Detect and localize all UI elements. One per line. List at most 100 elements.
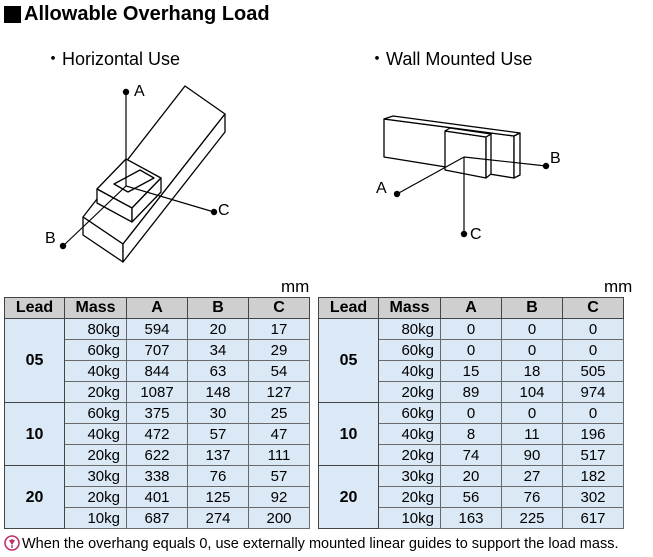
point-c-label: C bbox=[218, 202, 230, 219]
wall-slider-side-face bbox=[485, 133, 492, 179]
mass-cell: 60kg bbox=[378, 339, 441, 361]
value-cell: 844 bbox=[126, 360, 188, 382]
value-cell: 89 bbox=[440, 381, 502, 403]
mass-cell: 60kg bbox=[64, 339, 127, 361]
caution-pin-icon bbox=[4, 535, 20, 551]
value-cell: 0 bbox=[440, 402, 502, 424]
value-cell: 163 bbox=[440, 507, 502, 529]
mass-cell: 40kg bbox=[64, 423, 127, 445]
value-cell: 338 bbox=[126, 465, 188, 487]
wall-point-b-label: B bbox=[550, 150, 561, 167]
mass-cell: 40kg bbox=[64, 360, 127, 382]
title-square-icon bbox=[4, 5, 21, 23]
value-cell: 20 bbox=[440, 465, 502, 487]
wall-point-c-marker bbox=[460, 230, 468, 238]
mass-cell: 20kg bbox=[378, 381, 441, 403]
mass-cell: 30kg bbox=[64, 465, 127, 487]
footnote-text: When the overhang equals 0, use external… bbox=[22, 535, 619, 552]
slider-side-face bbox=[131, 177, 162, 223]
footnote: When the overhang equals 0, use external… bbox=[4, 535, 618, 552]
column-header-b: B bbox=[187, 297, 249, 319]
value-cell: 0 bbox=[562, 402, 624, 424]
column-header-c: C bbox=[562, 297, 624, 319]
title-text: Allowable Overhang Load bbox=[24, 2, 270, 25]
value-cell: 76 bbox=[501, 486, 563, 508]
value-cell: 1087 bbox=[126, 381, 188, 403]
value-cell: 0 bbox=[562, 339, 624, 361]
wall-point-c-label: C bbox=[470, 226, 482, 243]
lead-cell: 10 bbox=[318, 402, 379, 466]
mass-cell: 10kg bbox=[378, 507, 441, 529]
value-cell: 687 bbox=[126, 507, 188, 529]
mass-cell: 60kg bbox=[378, 402, 441, 424]
value-cell: 594 bbox=[126, 318, 188, 340]
value-cell: 0 bbox=[440, 339, 502, 361]
value-cell: 0 bbox=[440, 318, 502, 340]
point-a-label: A bbox=[134, 83, 145, 100]
value-cell: 196 bbox=[562, 423, 624, 445]
mass-cell: 20kg bbox=[64, 444, 127, 466]
value-cell: 137 bbox=[187, 444, 249, 466]
value-cell: 375 bbox=[126, 402, 188, 424]
column-header-c: C bbox=[248, 297, 310, 319]
value-cell: 225 bbox=[501, 507, 563, 529]
unit-label-right: mm bbox=[604, 277, 633, 296]
column-header-lead: Lead bbox=[4, 297, 65, 319]
value-cell: 302 bbox=[562, 486, 624, 508]
value-cell: 707 bbox=[126, 339, 188, 361]
value-cell: 0 bbox=[562, 318, 624, 340]
value-cell: 90 bbox=[501, 444, 563, 466]
value-cell: 47 bbox=[248, 423, 310, 445]
value-cell: 274 bbox=[187, 507, 249, 529]
point-c-marker bbox=[210, 208, 218, 216]
lead-cell: 05 bbox=[4, 318, 65, 403]
value-cell: 56 bbox=[440, 486, 502, 508]
mass-cell: 10kg bbox=[64, 507, 127, 529]
value-cell: 25 bbox=[248, 402, 310, 424]
column-header-a: A bbox=[126, 297, 188, 319]
mass-cell: 20kg bbox=[64, 486, 127, 508]
mass-cell: 80kg bbox=[378, 318, 441, 340]
value-cell: 0 bbox=[501, 318, 563, 340]
column-header-a: A bbox=[440, 297, 502, 319]
value-cell: 472 bbox=[126, 423, 188, 445]
value-cell: 505 bbox=[562, 360, 624, 382]
point-b-marker bbox=[59, 242, 67, 250]
value-cell: 8 bbox=[440, 423, 502, 445]
mass-cell: 40kg bbox=[378, 360, 441, 382]
value-cell: 76 bbox=[187, 465, 249, 487]
wall-slider-top-face bbox=[444, 127, 492, 138]
wall-point-a-marker bbox=[393, 190, 401, 198]
value-cell: 20 bbox=[187, 318, 249, 340]
value-cell: 27 bbox=[501, 465, 563, 487]
value-cell: 34 bbox=[187, 339, 249, 361]
value-cell: 111 bbox=[248, 444, 310, 466]
wall-slider-front-face bbox=[444, 130, 487, 179]
mass-cell: 40kg bbox=[378, 423, 441, 445]
horizontal-use-label: ・Horizontal Use bbox=[44, 49, 181, 69]
value-cell: 974 bbox=[562, 381, 624, 403]
value-cell: 30 bbox=[187, 402, 249, 424]
value-cell: 54 bbox=[248, 360, 310, 382]
mass-cell: 30kg bbox=[378, 465, 441, 487]
point-a-marker bbox=[122, 88, 130, 96]
column-header-mass: Mass bbox=[64, 297, 127, 319]
mass-cell: 20kg bbox=[378, 444, 441, 466]
value-cell: 125 bbox=[187, 486, 249, 508]
value-cell: 74 bbox=[440, 444, 502, 466]
value-cell: 622 bbox=[126, 444, 188, 466]
column-header-mass: Mass bbox=[378, 297, 441, 319]
